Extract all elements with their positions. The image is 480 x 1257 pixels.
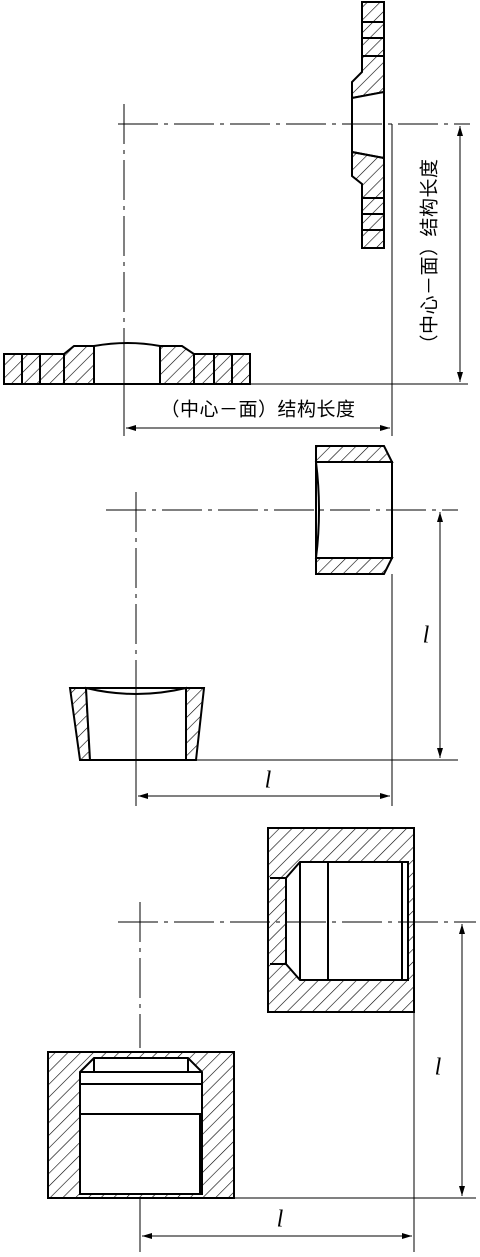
- panel-3-horizontal-dimension-label: l: [276, 1206, 284, 1233]
- socket-right: [267, 827, 415, 1013]
- horizontal-flange: [3, 342, 251, 385]
- vertical-flange: [351, 1, 385, 249]
- panel-3-vertical-dimension-label: l: [434, 1054, 442, 1081]
- panel-3-socket: [47, 827, 476, 1252]
- panel-1-horizontal-dimension-label: （中心－面）结构长度: [160, 398, 356, 421]
- weld-end-bottom: [68, 686, 206, 761]
- panel-2-vertical-dimension-label: l: [422, 622, 430, 649]
- panel-1-flange: [3, 1, 470, 436]
- panel-1-vertical-dimension-label: （中心－面）结构长度: [418, 158, 441, 354]
- socket-left: [47, 1051, 235, 1199]
- panel-2-weld: [68, 445, 458, 806]
- panel-2-horizontal-dimension-label: l: [264, 767, 272, 794]
